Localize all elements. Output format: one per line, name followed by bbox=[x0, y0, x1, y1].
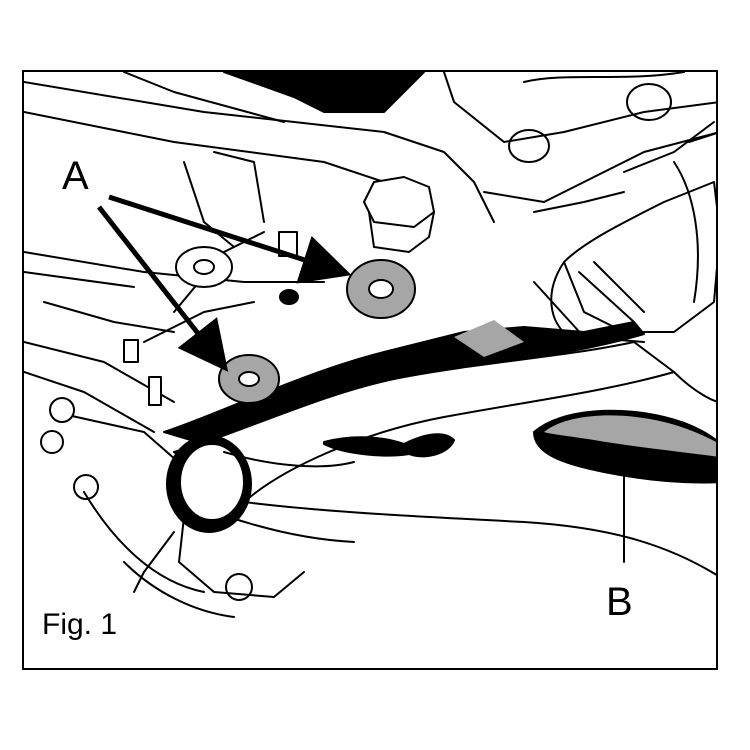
callout-arrow-a-lower bbox=[97, 205, 229, 372]
callout-label-a: A bbox=[62, 154, 89, 198]
bolt-icon bbox=[225, 573, 253, 601]
arm-slot bbox=[323, 433, 455, 458]
bolt-icon bbox=[40, 430, 64, 454]
subframe-outline bbox=[24, 81, 495, 223]
subframe-dark-band bbox=[223, 72, 425, 113]
knuckle-housing bbox=[563, 181, 716, 333]
suspension-illustration bbox=[24, 72, 716, 618]
bolt-head-icon bbox=[363, 176, 435, 228]
control-arm-highlight bbox=[454, 320, 524, 357]
subframe-hole bbox=[508, 129, 550, 163]
subframe-hole bbox=[626, 83, 672, 121]
bolt-icon bbox=[49, 397, 75, 423]
callout-label-b: B bbox=[606, 580, 633, 624]
figure-frame: A B Fig. 1 bbox=[22, 70, 718, 670]
figure-caption: Fig. 1 bbox=[42, 608, 118, 641]
callout-arrow-a-upper bbox=[108, 194, 352, 284]
bolt-icon bbox=[73, 474, 99, 500]
